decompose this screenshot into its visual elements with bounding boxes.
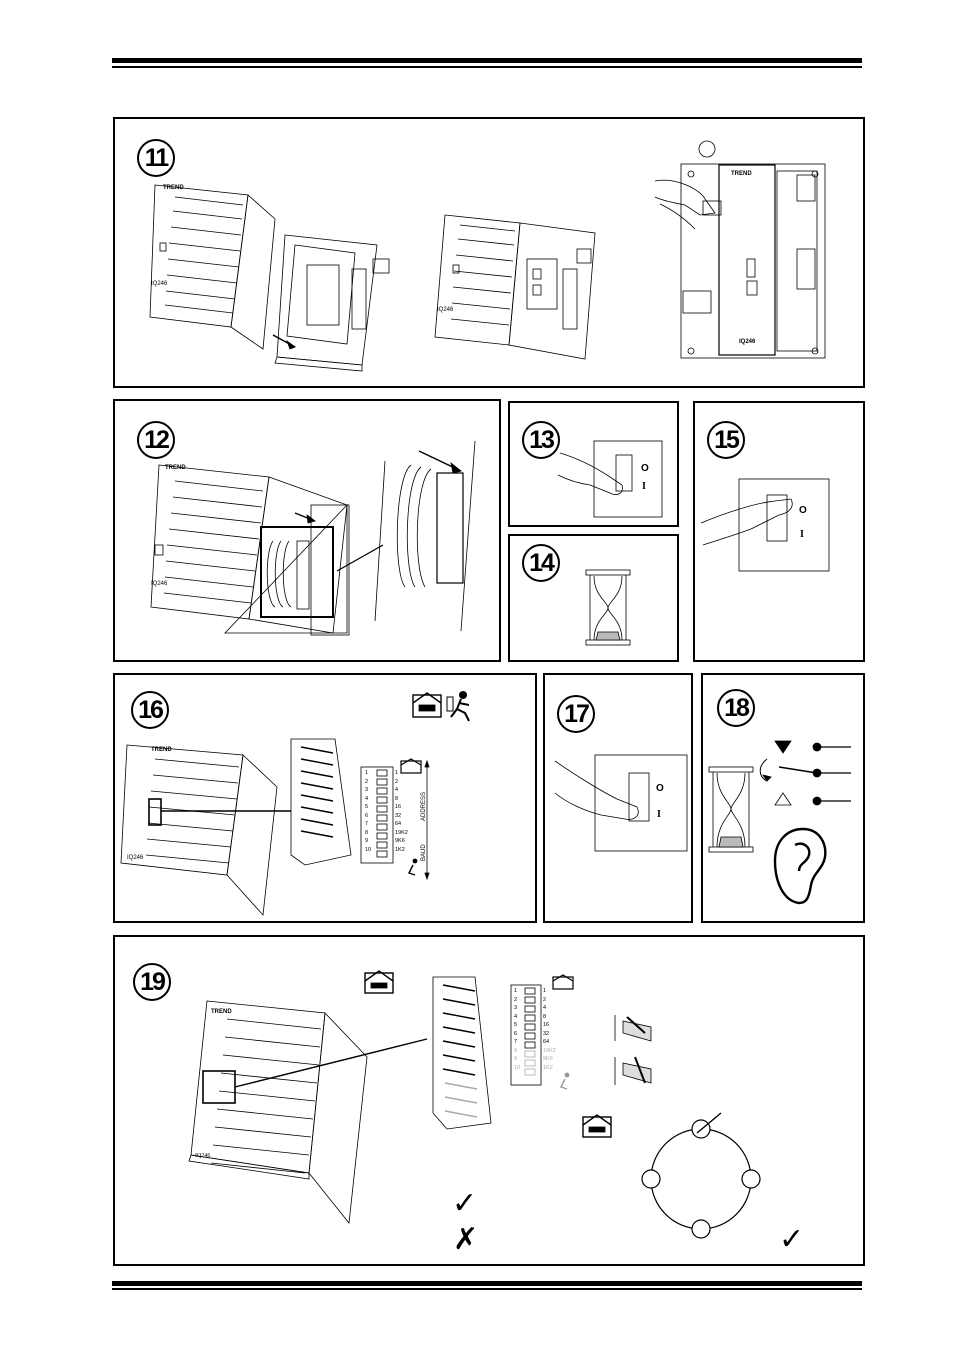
tick-mark-2: ✓ (779, 1222, 805, 1257)
panel-step-16: 16 (113, 673, 537, 923)
switch-on-label-13: I (642, 481, 646, 492)
panel-step-14: 14 (508, 534, 679, 662)
switch-off-label-13: O (641, 463, 649, 474)
panel-step-13: 13 O I (508, 401, 679, 527)
step-11-illustration (149, 140, 826, 372)
envelope-icon (412, 692, 442, 718)
step-number-13: 13 (522, 421, 560, 459)
step-13-illustration (557, 440, 663, 518)
panel-step-11: 11 (113, 117, 865, 388)
switch-on-label-17: I (657, 809, 661, 820)
step-number-16: 16 (131, 691, 169, 729)
envelope-icon (582, 1114, 612, 1138)
step-12-illustration (150, 440, 476, 636)
step-number-17: 17 (557, 695, 595, 733)
brand-logo-11c: TREND (731, 171, 752, 177)
step-number-11: 11 (137, 139, 175, 177)
model-label-11c: IQ246 (739, 339, 756, 345)
panel-step-15: 15 O I (693, 401, 865, 662)
step-number-15: 15 (707, 421, 745, 459)
brand-logo-19: TREND (211, 1009, 232, 1015)
model-label-12: IQ246 (151, 581, 168, 587)
baud-label: BAUD (421, 844, 427, 861)
panel-step-17: 17 O I (543, 673, 693, 923)
step-number-18: 18 (717, 689, 755, 727)
panel-step-12: 12 (113, 399, 501, 662)
step-19-illustration (188, 970, 761, 1239)
hourglass-icon (585, 569, 631, 646)
brand-logo-12: TREND (165, 465, 186, 471)
step-15-illustration (700, 478, 830, 572)
top-rule-thick (112, 58, 862, 63)
bottom-rule-thin (112, 1288, 862, 1290)
hourglass-icon (708, 766, 754, 853)
step-16-illustration (120, 691, 470, 916)
step-18-illustration (708, 740, 851, 905)
relay-icon (759, 740, 851, 806)
model-label-19: IQ246 (195, 1153, 211, 1159)
panel-step-19: 19 (113, 935, 865, 1266)
brand-logo-16: TREND (151, 747, 172, 753)
switch-off-label-15: O (799, 505, 807, 516)
step-17-illustration (554, 754, 688, 852)
ear-icon (773, 827, 827, 905)
running-person-icon (446, 691, 470, 722)
switch-off-label-17: O (656, 783, 664, 794)
model-label-11a: IQ246 (151, 281, 168, 287)
tick-mark-1: ✓ (452, 1186, 478, 1221)
model-label-11b: IQ246 (437, 307, 454, 313)
step-number-12: 12 (137, 421, 175, 459)
ring-network-icon (641, 1112, 761, 1239)
top-rule-thin (112, 66, 862, 68)
envelope-icon (364, 970, 394, 994)
switch-on-label-15: I (800, 529, 804, 540)
step-number-14: 14 (522, 544, 560, 582)
cross-mark: ✗ (453, 1222, 479, 1257)
model-label-16: IQ246 (127, 855, 144, 861)
address-label: ADDRESS (421, 791, 427, 821)
panel-step-18: 18 (701, 673, 865, 923)
bottom-rule-thick (112, 1281, 862, 1286)
step-number-19: 19 (133, 963, 171, 1001)
brand-logo-11a: TREND (163, 185, 184, 191)
